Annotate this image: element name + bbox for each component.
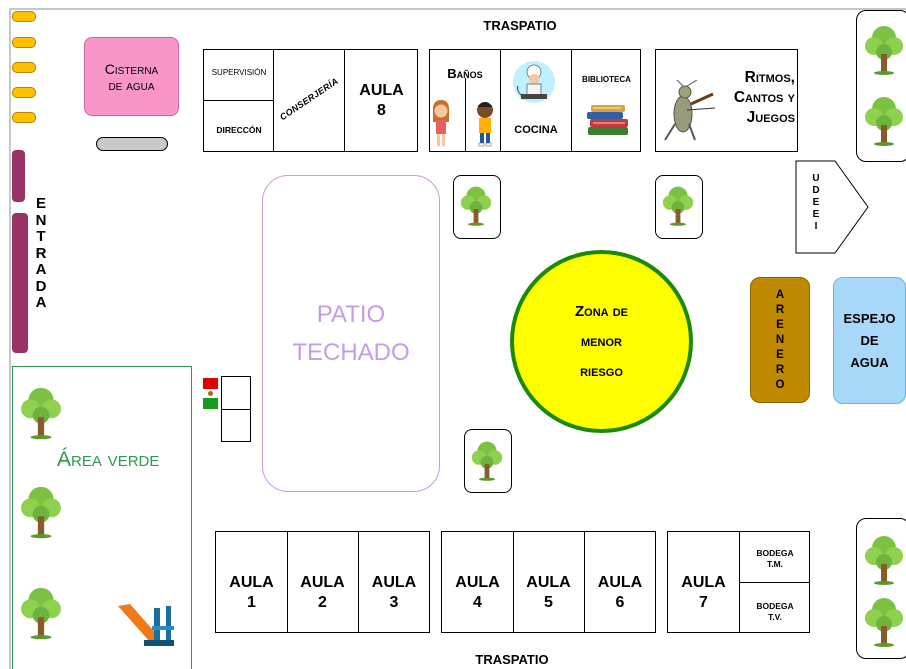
grasshopper-violin-icon [657,79,717,142]
tank-pipe [96,137,168,151]
divider-line [513,531,514,633]
post-marker [12,87,36,98]
left-border-line [9,8,11,669]
direccion-room: DIRECCÓN [216,125,262,135]
tree-planter [453,175,501,239]
post-marker [12,112,36,123]
divider-line [739,582,810,583]
girl-icon [430,98,452,150]
area-verde-label: Área verde [57,448,160,471]
post-marker [12,37,36,48]
tree-icon [471,438,503,487]
divider-line [358,531,359,633]
tree-icon [864,594,904,653]
divider-line [221,409,251,410]
divider-line [203,100,274,101]
entrance-gate [12,213,28,353]
aulas-block-2 [441,531,656,633]
tree-icon [20,578,62,651]
books-icon [585,103,630,137]
tree-icon [662,183,694,232]
banos-room: Baños [447,65,483,81]
udeei-room [795,160,870,254]
boy-icon [474,98,496,150]
divider-line [584,531,585,633]
tree-icon [864,93,904,152]
post-marker [12,11,36,22]
divider-line [571,49,572,152]
tree-icon [460,183,492,232]
divider-line [344,49,345,152]
flag-icon [203,378,220,410]
tree-icon [864,532,904,591]
divider-line [287,531,288,633]
tree-icon [864,22,904,81]
entrance-gate [12,150,25,202]
divider-line [465,78,466,152]
top-border-line [10,8,906,10]
cocina-room: COCINA [514,124,558,136]
traspatio-top-label: TRASPATIO [483,17,557,33]
tree-icon [20,378,62,451]
tree-icon [20,477,62,550]
supervision-room: SUPERVISIÓN [211,67,267,77]
chef-icon [510,60,558,104]
traspatio-bottom-label: TRASPATIO [475,651,549,667]
playground-slide-icon [116,600,176,650]
aulas-block-1 [215,531,430,633]
biblioteca-room: BIBLIOTECA [582,74,631,84]
divider-line [500,49,501,152]
post-marker [12,62,36,73]
